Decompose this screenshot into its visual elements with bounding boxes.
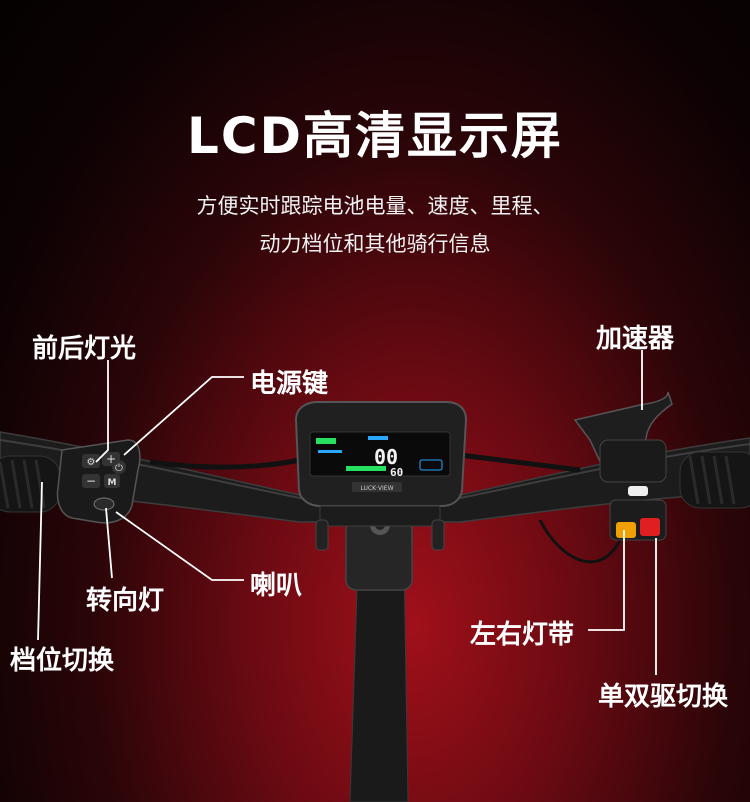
turn-signal-toggle[interactable] bbox=[93, 497, 115, 511]
callout-lr-light-strip: 左右灯带 bbox=[470, 620, 575, 650]
page-title: LCD高清显示屏 bbox=[186, 107, 564, 165]
lcd-display: 00 60 LUCK·VIEW bbox=[294, 401, 468, 551]
light-button[interactable] bbox=[82, 454, 100, 468]
callout-lines bbox=[37, 350, 657, 675]
odometer-box bbox=[419, 459, 443, 471]
power-bar bbox=[346, 466, 386, 471]
stem bbox=[345, 515, 413, 802]
callout-turn-signal: 转向灯 bbox=[86, 586, 165, 616]
callout-gear-switch: 档位切换 bbox=[10, 646, 115, 676]
mode-indicator bbox=[368, 436, 388, 440]
power-icon: ⏻ bbox=[115, 463, 123, 474]
subtitle-line-2: 动力档位和其他骑行信息 bbox=[259, 232, 491, 256]
subtitle-line-1: 方便实时跟踪电池电量、速度、里程、 bbox=[196, 194, 554, 218]
display-brand: LUCK·VIEW bbox=[360, 485, 393, 492]
light-icon: ⚙ bbox=[87, 457, 96, 468]
minus-icon: − bbox=[86, 474, 96, 488]
speed-readout: 00 bbox=[374, 445, 398, 469]
secondary-readout: 60 bbox=[390, 466, 403, 479]
left-grip bbox=[0, 455, 61, 513]
mode-icon: M bbox=[108, 478, 117, 488]
cable bbox=[459, 452, 581, 473]
cable bbox=[538, 519, 622, 564]
left-control-pod: ⚙ + ⏻ − M bbox=[56, 439, 141, 524]
callout-front-rear-light: 前后灯光 bbox=[32, 334, 137, 364]
drive-mode-button[interactable] bbox=[640, 518, 660, 536]
light-strip-button[interactable] bbox=[616, 522, 636, 538]
cable bbox=[149, 457, 301, 470]
callout-accelerator: 加速器 bbox=[596, 324, 675, 354]
mode-button[interactable] bbox=[104, 474, 120, 488]
callout-drive-switch: 单双驱切换 bbox=[598, 682, 729, 712]
power-button[interactable] bbox=[112, 460, 126, 474]
gear-indicator bbox=[318, 450, 342, 453]
callout-power-key: 电源键 bbox=[250, 369, 329, 399]
plus-icon: + bbox=[106, 452, 116, 466]
battery-bar bbox=[316, 438, 336, 444]
minus-button[interactable] bbox=[82, 474, 100, 488]
right-grip bbox=[679, 451, 750, 509]
callout-horn: 喇叭 bbox=[250, 571, 303, 601]
